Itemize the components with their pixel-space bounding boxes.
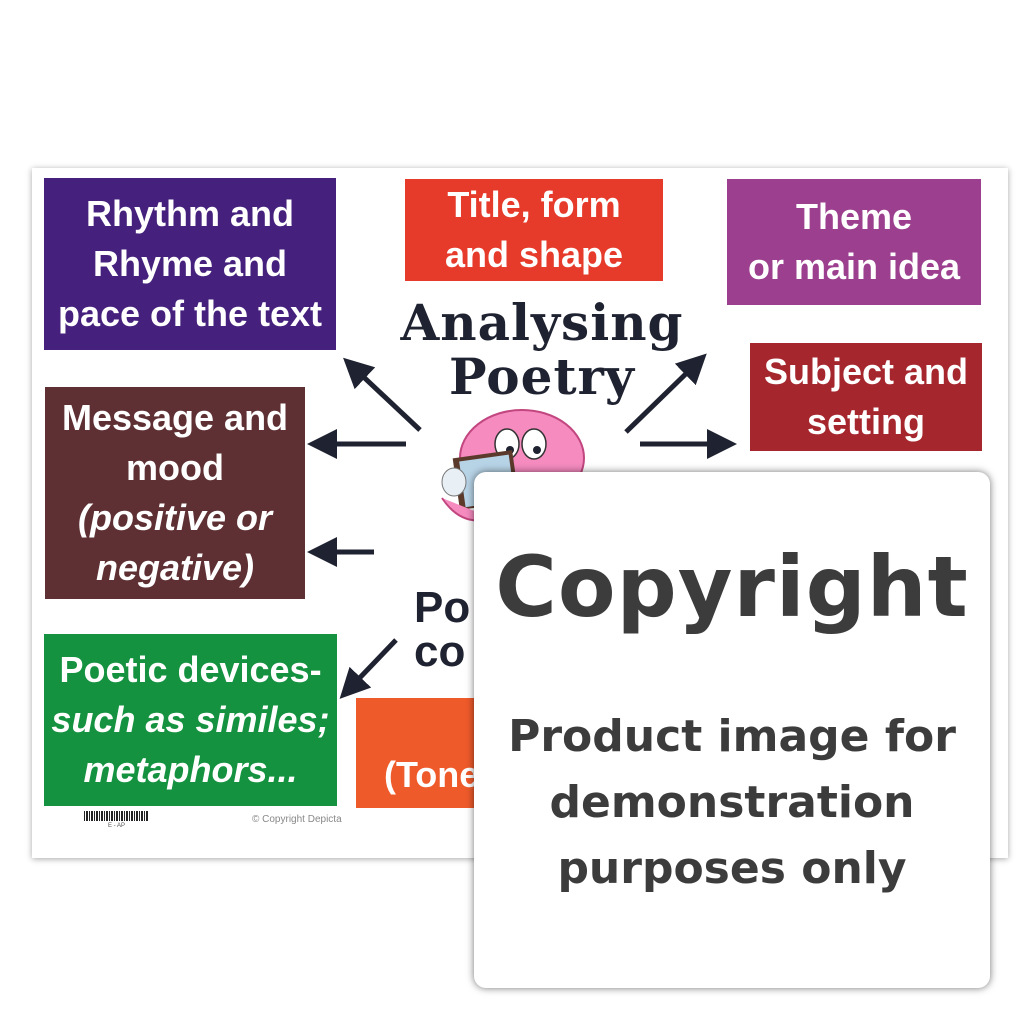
arrow-icon xyxy=(339,638,398,699)
partial-heading: Po co xyxy=(414,583,471,676)
barcode-icon xyxy=(84,811,148,821)
devices-box: Poetic devices- such as similes; metapho… xyxy=(44,634,337,806)
arrow-icon xyxy=(624,353,707,434)
rhythm-box: Rhythm and Rhyme and pace of the text xyxy=(44,178,336,350)
demo-notice: Product image for demonstration purposes… xyxy=(508,711,956,894)
arrow-icon xyxy=(343,357,422,432)
poster-title: Analysing Poetry xyxy=(400,293,684,406)
theme-box: Theme or main idea xyxy=(727,179,981,305)
subject-box: Subject and setting xyxy=(750,343,982,451)
copyright-depicta: © Copyright Depicta xyxy=(252,814,342,825)
product-code: E - AP xyxy=(108,823,126,829)
title-form-box: Title, form and shape xyxy=(405,179,663,281)
message-box: Message and mood (positive or negative) xyxy=(45,387,305,599)
copyright-overlay: Copyright Product image for demonstratio… xyxy=(474,472,990,988)
copyright-heading: Copyright xyxy=(495,538,969,636)
